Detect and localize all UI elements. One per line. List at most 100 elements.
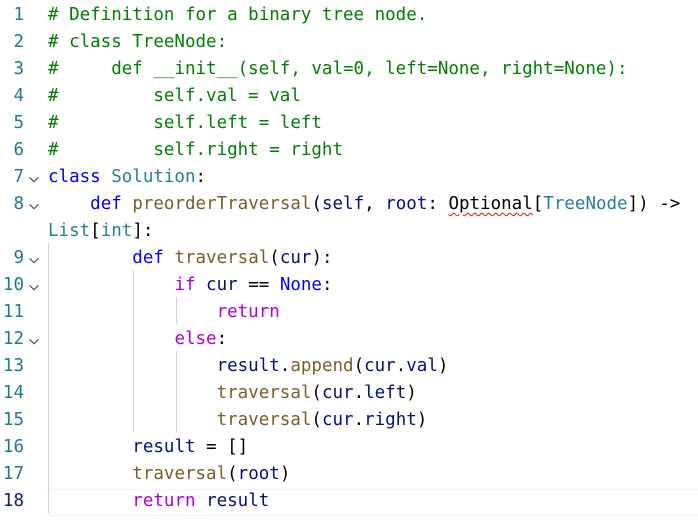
code-line[interactable]: 12 else: [0, 326, 698, 353]
code-token: result [216, 356, 280, 376]
code-token: : [195, 167, 207, 187]
code-token: root [237, 464, 280, 484]
code-token: , [364, 194, 386, 214]
code-token: def [90, 194, 133, 214]
code-token: def [132, 248, 175, 268]
code-text: List[int]: [48, 218, 153, 245]
code-token: ) [416, 410, 428, 430]
line-number: 15 [2, 410, 24, 430]
code-token: ): [311, 248, 333, 268]
code-text: # Definition for a binary tree node. [48, 2, 427, 29]
line-number: 3 [13, 59, 24, 79]
code-text: return [48, 299, 280, 326]
code-text: traversal(cur.left) [48, 380, 417, 407]
line-number: 17 [2, 464, 24, 484]
code-token: result [206, 491, 270, 511]
code-token: cur [321, 383, 354, 403]
code-token: ) [437, 356, 449, 376]
code-token: append [290, 356, 354, 376]
line-number: 7 [13, 167, 24, 187]
code-token [48, 329, 174, 349]
code-token: class [48, 167, 112, 187]
fold-chevron-down-icon[interactable] [27, 169, 43, 185]
code-token: . [353, 383, 365, 403]
line-number: 11 [2, 302, 24, 322]
code-token: else [174, 329, 217, 349]
code-token: if [174, 275, 207, 295]
code-token: left [364, 383, 407, 403]
code-line[interactable]: 18 return result [0, 488, 698, 515]
code-token [48, 248, 132, 268]
code-line[interactable]: 6# self.right = right [0, 137, 698, 164]
code-line[interactable]: 3 # def __init__(self, val=0, left=None, … [0, 56, 698, 83]
line-number: 9 [13, 248, 24, 268]
fold-chevron-down-icon[interactable] [27, 196, 43, 212]
code-line[interactable]: 15 traversal(cur.right) [0, 407, 698, 434]
code-line[interactable]: 13 result.append(cur.val) [0, 353, 698, 380]
code-text: result.append(cur.val) [48, 353, 449, 380]
code-text: def preorderTraversal(self, root: Option… [48, 191, 680, 218]
code-token: right [364, 410, 417, 430]
line-number: 6 [13, 140, 24, 160]
line-number: 5 [13, 113, 24, 133]
code-token [48, 410, 217, 430]
code-text: traversal(root) [48, 461, 290, 488]
line-number: 13 [2, 356, 24, 376]
line-number: 2 [13, 32, 24, 52]
fold-chevron-down-icon[interactable] [27, 277, 43, 293]
code-line[interactable]: 17 traversal(root) [0, 461, 698, 488]
code-text: else: [48, 326, 227, 353]
code-token: # class TreeNode: [48, 32, 228, 52]
line-number: 16 [2, 437, 24, 457]
code-line[interactable]: 10 if cur == None: [0, 272, 698, 299]
code-token: cur [321, 410, 354, 430]
code-token [48, 194, 90, 214]
code-token: cur [364, 356, 396, 376]
code-text: # self.val = val [48, 83, 301, 110]
code-line[interactable]: 9 def traversal(cur): [0, 245, 698, 272]
code-token: # self.left = left [48, 113, 322, 133]
current-line-highlight [46, 489, 698, 516]
code-token: = [] [195, 437, 249, 457]
code-token: return [132, 491, 207, 511]
code-text: # class TreeNode: [48, 29, 227, 56]
code-token: preorderTraversal [132, 194, 312, 214]
code-token: List [48, 221, 91, 241]
code-line[interactable]: 16 result = [] [0, 434, 698, 461]
code-token: traversal [216, 383, 312, 403]
code-token: ]) -> [627, 194, 681, 214]
code-text: return result [48, 488, 269, 515]
code-token: ( [311, 194, 322, 214]
fold-chevron-down-icon[interactable] [27, 250, 43, 266]
code-text: result = [] [48, 434, 248, 461]
code-token: ) [279, 464, 291, 484]
code-token: . [279, 356, 291, 376]
code-token: : [427, 194, 449, 214]
code-line[interactable]: 5 # self.left = left [0, 110, 698, 137]
code-line-wrapped[interactable]: List[int]: [0, 218, 698, 245]
code-token: ]: [132, 221, 154, 241]
line-number: 10 [2, 275, 24, 295]
code-text: # def __init__(self, val=0, left=None, r… [48, 56, 627, 83]
code-line[interactable]: 4# self.val = val [0, 83, 698, 110]
code-token: ( [311, 410, 322, 430]
fold-chevron-down-icon[interactable] [27, 331, 43, 347]
code-token: TreeNode [543, 194, 628, 214]
code-line[interactable]: 8 def preorderTraversal(self, root: Opti… [0, 191, 698, 218]
code-token [48, 356, 217, 376]
line-number: 1 [13, 5, 24, 25]
line-number: 18 [2, 491, 24, 511]
code-text: def traversal(cur): [48, 245, 333, 272]
code-token: root [385, 194, 428, 214]
code-line[interactable]: 2 # class TreeNode: [0, 29, 698, 56]
code-token: # self.val = val [48, 86, 301, 106]
code-token [48, 275, 174, 295]
code-token [48, 437, 132, 457]
code-line[interactable]: 11 return [0, 299, 698, 326]
code-line[interactable]: 14 traversal(cur.left) [0, 380, 698, 407]
code-line[interactable]: 1 # Definition for a binary tree node. [0, 2, 698, 29]
code-token: . [395, 356, 407, 376]
code-token: # Definition for a binary tree node. [48, 5, 428, 25]
